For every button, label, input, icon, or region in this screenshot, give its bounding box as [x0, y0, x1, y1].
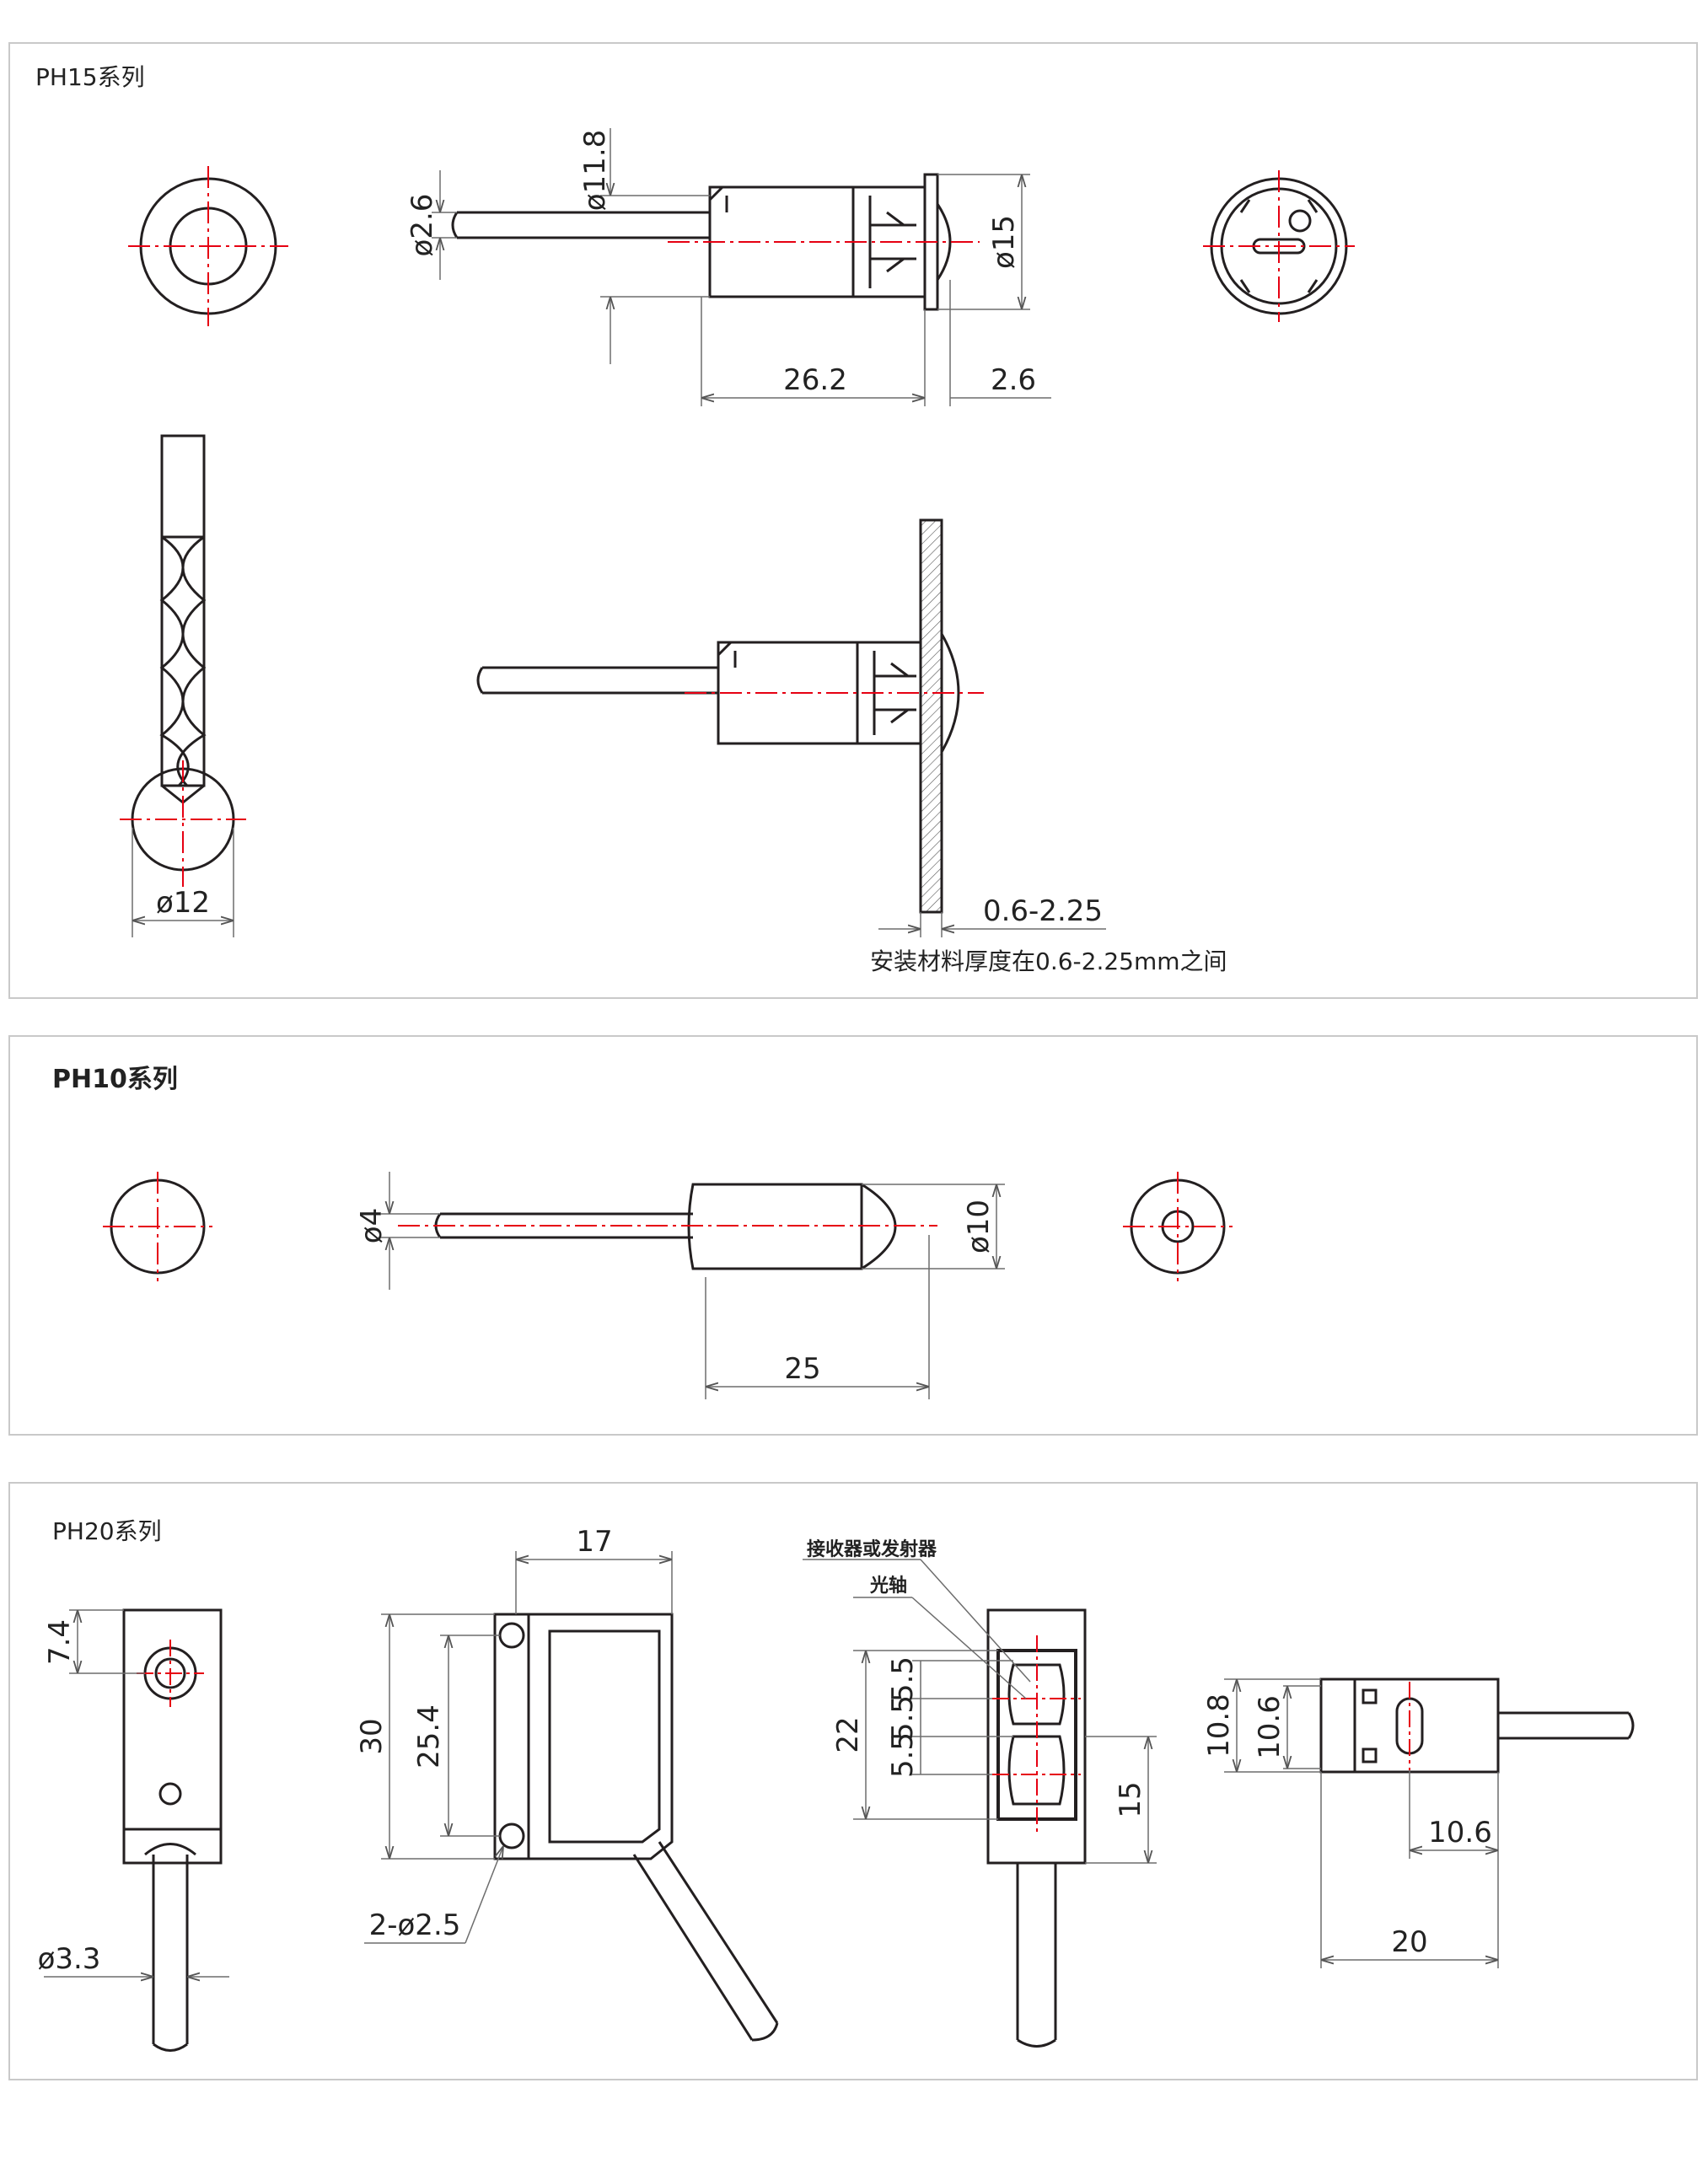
- ph20-front-view: [122, 1608, 223, 2052]
- ph15-front-view: [128, 166, 288, 326]
- ph20-dim-holes: 2-ø2.5: [369, 1908, 461, 1942]
- ph20-drawing: 7.4 ø3.3 17 30 25.4 2: [38, 1525, 1635, 2052]
- ph15-dim-d11-8: ø11.8: [578, 130, 612, 212]
- ph15-dim-26-2: 26.2: [783, 363, 847, 397]
- ph15-drawing: ø11.8 ø2.6 ø15 26.2 2.6: [120, 128, 1355, 975]
- ph15-side-view: [451, 173, 980, 311]
- ph20-dim-5-5-a: 5.5: [886, 1656, 920, 1702]
- ph10-title: PH10系列: [52, 1065, 178, 1094]
- ph20-side-view: [493, 1613, 779, 2042]
- ph20-dim-5-5-c: 5.5: [886, 1732, 920, 1778]
- ph20-dim-30: 30: [355, 1718, 389, 1754]
- ph10-dim-d10: ø10: [962, 1200, 996, 1253]
- ph20-top-dims: [1224, 1678, 1499, 1968]
- ph20-dim-10-6-h: 10.6: [1428, 1816, 1492, 1849]
- ph15-side-dims: [432, 128, 1051, 406]
- ph20-title: PH20系列: [52, 1517, 162, 1545]
- ph20-dim-5-5-b: 5.5: [886, 1695, 920, 1741]
- ph15-installed-view: [476, 518, 984, 914]
- ph20-dim-15: 15: [1114, 1781, 1147, 1817]
- ph20-dim-d3-3: ø3.3: [38, 1942, 101, 1976]
- ph10-side-dims: [381, 1172, 1005, 1399]
- ph20-label-receiver: 接收器或发射器: [807, 1538, 937, 1560]
- ph15-dim-d15: ø15: [987, 215, 1021, 269]
- ph15-panel: PH15系列: [8, 42, 1698, 999]
- ph20-front-dims: [44, 1609, 229, 1977]
- ph20-optical-dims: [803, 1559, 1157, 1864]
- ph20-dim-10-6-v: 10.6: [1253, 1695, 1286, 1759]
- ph20-dim-7-4: 7.4: [43, 1619, 77, 1665]
- ph10-drawing: ø4 ø10 25: [103, 1172, 1233, 1399]
- ph20-dim-20: 20: [1391, 1925, 1427, 1959]
- ph10-dim-25: 25: [784, 1352, 820, 1386]
- ph20-optical-view: [986, 1608, 1087, 2048]
- ph10-panel: PH10系列: [8, 1035, 1698, 1436]
- ph10-rear-view: [1123, 1172, 1233, 1281]
- ph15-drill-bit: [120, 434, 246, 887]
- ph15-installed-dims: [878, 912, 1106, 937]
- ph20-dim-17: 17: [576, 1525, 612, 1559]
- ph20-dim-10-8: 10.8: [1202, 1694, 1236, 1758]
- ph15-dim-d12: ø12: [156, 886, 210, 920]
- ph15-dim-d2-6: ø2.6: [406, 194, 439, 257]
- ph20-side-dims: [364, 1551, 673, 1944]
- ph15-note: 安装材料厚度在0.6-2.25mm之间: [870, 947, 1227, 975]
- ph10-side-view: [398, 1183, 937, 1270]
- ph15-drill-dims: [132, 828, 234, 937]
- ph20-dim-22: 22: [831, 1716, 865, 1753]
- ph20-label-axis: 光轴: [869, 1575, 907, 1597]
- ph10-dim-d4: ø4: [355, 1208, 389, 1243]
- ph20-panel: PH20系列 7.4 ø3.3: [8, 1482, 1698, 2080]
- ph15-dim-2-6: 2.6: [991, 363, 1036, 397]
- ph15-dim-range: 0.6-2.25: [983, 894, 1103, 928]
- ph10-front-view: [103, 1172, 212, 1281]
- ph20-top-view: [1319, 1678, 1635, 1774]
- ph15-rear-view: [1203, 170, 1355, 322]
- ph15-title: PH15系列: [35, 63, 145, 91]
- ph20-dim-25-4: 25.4: [412, 1704, 446, 1769]
